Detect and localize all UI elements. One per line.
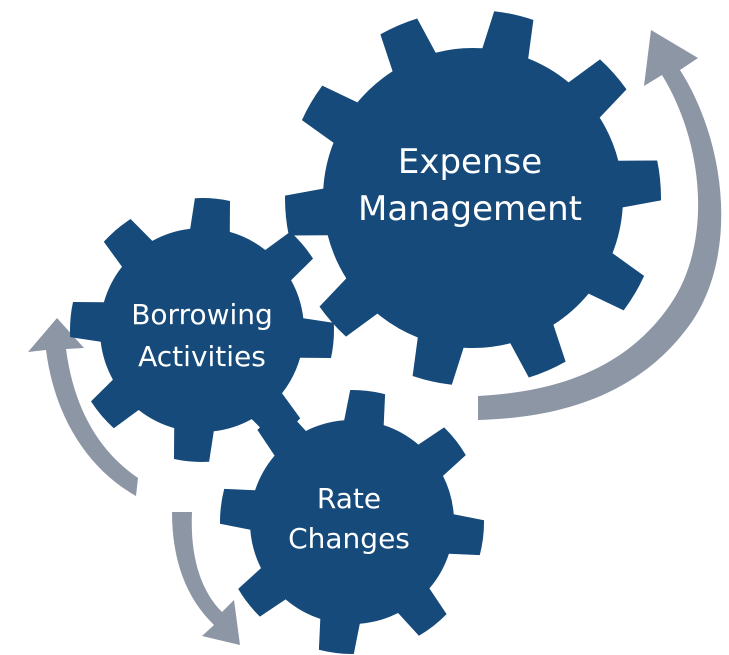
cycle-arrows: [28, 30, 722, 645]
rate-changes-gear: [219, 389, 485, 655]
cycle-arrow-left: [28, 318, 138, 496]
cycle-arrow-right: [478, 30, 722, 420]
expense-management-label-line-2: Management: [358, 189, 582, 229]
expense-management-label-line-1: Expense: [398, 142, 542, 182]
borrowing-activities-gear: [70, 198, 334, 462]
cycle-arrow-bottom: [172, 512, 240, 645]
gears: [70, 11, 662, 655]
rate-changes-label-line-2: Changes: [288, 522, 410, 555]
expense-management-gear: [284, 11, 662, 385]
borrowing-activities-label-line-2: Activities: [138, 340, 266, 373]
borrowing-activities-label-line-1: Borrowing: [131, 298, 273, 331]
rate-changes-label-line-1: Rate: [317, 482, 381, 515]
